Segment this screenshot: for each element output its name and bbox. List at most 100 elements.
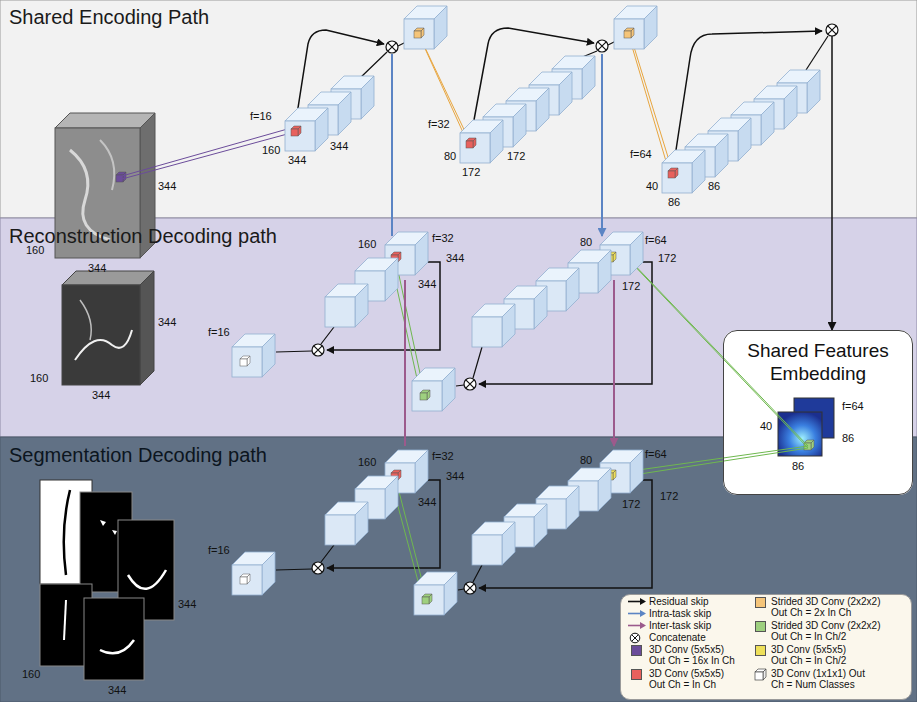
dimension-label: 344 <box>446 252 464 265</box>
concat-symbol <box>312 24 838 594</box>
feature-cubes <box>472 522 515 565</box>
recon-volume <box>80 300 91 340</box>
legend-text: 3D Conv (5x5x5) Out Ch = In Ch/2 <box>771 644 863 666</box>
dimension-label: 172 <box>507 150 525 163</box>
concat-symbol <box>826 24 838 36</box>
path-band: Reconstruction Decoding path <box>0 218 917 437</box>
legend-swatch <box>755 597 766 608</box>
feature-cubes <box>412 368 455 411</box>
feature-cubes <box>624 28 634 38</box>
dimension-label: f=32 <box>432 232 454 245</box>
feature-cubes <box>466 138 476 148</box>
feature-cubes <box>614 6 657 49</box>
skip-lines <box>580 41 616 58</box>
mask-stack <box>84 598 144 680</box>
skip-lines <box>122 28 832 596</box>
skip-lines <box>122 128 291 179</box>
dimension-label: f=16 <box>208 326 230 339</box>
legend-sample <box>640 622 646 629</box>
input-volume <box>100 140 114 190</box>
legend-swatch <box>627 597 647 606</box>
dimension-label: 86 <box>708 180 720 193</box>
legend-swatch <box>755 621 766 632</box>
concat-symbol <box>596 40 608 52</box>
recon-volume <box>62 271 154 385</box>
band-title: Reconstruction Decoding path <box>9 224 277 248</box>
dimension-label: 160 <box>262 144 280 157</box>
dimension-label: 344 <box>446 470 464 483</box>
band-title: Segmentation Decoding path <box>9 443 267 467</box>
legend-swatch <box>629 632 641 644</box>
legend-text: Inter-task skip <box>649 620 739 631</box>
recon-volume <box>75 330 132 360</box>
input-volume <box>55 113 155 128</box>
concat-symbol <box>386 41 398 53</box>
dimension-label: 172 <box>660 490 678 503</box>
mask-stack <box>128 570 166 589</box>
legend-text: 3D Conv (1x1x1) Out Ch = Num Classes <box>771 668 875 690</box>
legend-sample <box>640 610 646 617</box>
legend-sample <box>632 635 639 642</box>
feature-cubes <box>232 334 275 377</box>
dimension-label: 344 <box>108 684 126 697</box>
legend-sample <box>755 672 763 680</box>
feature-cubes <box>232 6 820 615</box>
legend-sample <box>630 633 640 643</box>
dimension-label: 40 <box>760 420 772 433</box>
dimension-label: 344 <box>330 140 348 153</box>
legend-swatch <box>755 645 766 656</box>
mask-stack <box>64 490 70 575</box>
legend-text: Strided 3D Conv (2x2x2) Out Ch = In Ch/2 <box>771 620 885 642</box>
skip-lines <box>806 36 828 70</box>
path-band: Shared Encoding Path <box>0 0 917 218</box>
dimension-label: 344 <box>178 598 196 611</box>
dimension-label: f=64 <box>645 448 667 461</box>
dimension-label: f=64 <box>645 234 667 247</box>
skip-lines <box>624 446 808 476</box>
legend-sample <box>628 601 641 603</box>
feature-cubes <box>285 108 328 151</box>
legend-swatch <box>627 609 647 618</box>
skip-lines <box>360 42 406 78</box>
dimension-label: f=16 <box>208 544 230 557</box>
connector-arrow <box>831 218 833 330</box>
dimension-label: 40 <box>646 180 658 193</box>
skip-lines <box>831 36 833 218</box>
legend-text: Residual skip <box>649 596 739 607</box>
input-volume <box>116 172 126 182</box>
dimension-label: 344 <box>88 262 106 275</box>
dimension-label: 80 <box>580 236 592 249</box>
legend-text: Intra-task skip <box>649 608 739 619</box>
dimension-label: 160 <box>22 668 40 681</box>
feature-cubes <box>460 120 503 163</box>
mask-stack <box>64 600 66 640</box>
legend-swatch <box>631 669 642 680</box>
feature-cubes <box>232 552 275 595</box>
legend-text: Strided 3D Conv (2x2x2) Out Ch = 2x In C… <box>771 596 885 618</box>
dimension-label: 160 <box>358 456 376 469</box>
feature-cubes <box>420 390 430 400</box>
concat-symbol <box>312 562 324 574</box>
legend-text: Concatenate <box>649 632 739 643</box>
concat-symbol <box>464 378 476 390</box>
dimension-label: 160 <box>358 238 376 251</box>
legend-sample <box>763 669 766 680</box>
dimension-label: 344 <box>288 154 306 167</box>
legend-text: 3D Conv (5x5x5) Out Ch = 16x In Ch <box>649 644 739 666</box>
dimension-label: 86 <box>792 460 804 473</box>
feature-cubes <box>404 6 447 49</box>
skip-lines <box>276 327 334 352</box>
dimension-label: 172 <box>462 166 480 179</box>
legend-swatch <box>754 668 767 681</box>
dimension-label: f=32 <box>428 118 450 131</box>
band-title: Shared Encoding Path <box>9 5 209 29</box>
dimension-label: 344 <box>418 278 436 291</box>
skip-lines <box>628 33 672 170</box>
recon-volume <box>62 285 140 385</box>
legend-swatch <box>631 645 642 656</box>
dimension-label: 80 <box>580 454 592 467</box>
mask-stack <box>100 640 134 653</box>
skip-lines <box>405 280 614 446</box>
